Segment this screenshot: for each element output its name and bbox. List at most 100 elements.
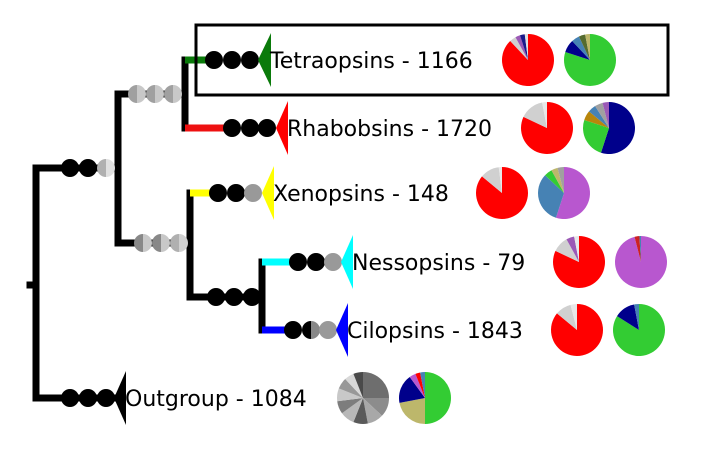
pie-slice: [338, 379, 363, 398]
tetraopsins-support-dot: [205, 51, 223, 69]
support-dot-half: [244, 184, 253, 202]
pie-slice: [565, 41, 590, 60]
rhabobsins-support-dot: [223, 119, 241, 137]
nesso_cilo_ancestor-support-dot: [207, 288, 225, 306]
support-dot-half: [232, 51, 241, 69]
pie-slice: [572, 36, 590, 60]
pie-slice: [634, 236, 641, 262]
xenopsins-pie-1: [475, 167, 528, 220]
pie-slice: [542, 102, 547, 128]
support-dot-half: [164, 85, 173, 103]
xenopsins-support-dot: [209, 184, 227, 202]
pie-slice: [363, 398, 382, 424]
pie-slice: [551, 304, 604, 357]
pie-slice: [399, 398, 425, 424]
support-dot-half: [316, 253, 325, 271]
outgroup-support-dot: [61, 389, 79, 407]
pie-slice: [584, 111, 609, 128]
rhabobsins-pie-2: [583, 102, 636, 154]
outgroup-label: Outgroup - 1084: [125, 387, 307, 412]
pie-slice: [639, 236, 641, 262]
support-dot-half: [97, 159, 106, 177]
pie-slice: [595, 102, 609, 128]
support-dot-half: [88, 159, 97, 177]
support-dot-half: [216, 288, 225, 306]
support-dot-half: [307, 253, 316, 271]
support-dot-half: [128, 85, 137, 103]
xenopsins-label: Xenopsins - 148: [273, 182, 449, 207]
support-dot-half: [223, 119, 232, 137]
pie-slice: [578, 34, 590, 60]
xeno_group_ancestor-support-dot: [134, 234, 152, 252]
tetraopsins-collapsed-clade-triangle: [258, 33, 271, 87]
xeno_group_ancestor-support-dot: [170, 234, 188, 252]
pie-slice: [566, 236, 579, 262]
tetra_rhabdo_ancestor-support-dot: [146, 85, 164, 103]
support-dot-half: [214, 51, 223, 69]
cilopsins-support-dot: [302, 321, 320, 339]
support-dot-half: [70, 159, 79, 177]
pie-slice: [585, 34, 590, 60]
support-dot-half: [218, 184, 227, 202]
pie-slice: [613, 304, 666, 356]
support-dot-half: [61, 159, 70, 177]
cilopsins-pie-2: [613, 304, 666, 356]
tetraopsins-support-dot: [241, 51, 259, 69]
nesso_cilo_ancestor-support-dot: [243, 288, 261, 306]
outgroup-support-dot: [79, 389, 97, 407]
support-dot-half: [258, 119, 267, 137]
tetra_rhabdo_ancestor-support-dot: [164, 85, 182, 103]
support-dot-half: [106, 389, 115, 407]
pie-slice: [551, 167, 564, 193]
nessopsins-support-dot: [307, 253, 325, 271]
pie-slice: [363, 372, 389, 398]
support-dot-half: [333, 253, 342, 271]
support-dot-half: [311, 321, 320, 339]
xenopsins-support-dot: [244, 184, 262, 202]
support-dot-half: [155, 85, 164, 103]
tetraopsins-highlight-box: [194, 23, 670, 97]
support-dot-half: [209, 184, 218, 202]
pie-slice: [363, 398, 389, 416]
nessopsins-label: Nessopsins - 79: [352, 251, 525, 276]
pie-slice: [556, 304, 577, 330]
pie-slice: [524, 34, 528, 60]
pie-slice: [409, 373, 425, 398]
nessopsins-support-dot: [289, 253, 307, 271]
cilopsins-label: Cilopsins - 1843: [347, 319, 523, 344]
support-dot-half: [134, 234, 143, 252]
pie-slice: [523, 102, 547, 128]
support-dot-half: [328, 321, 337, 339]
pie-slice: [574, 236, 579, 262]
support-dot-half: [319, 321, 328, 339]
support-dot-half: [173, 85, 182, 103]
xenopsins-pie-2: [538, 167, 591, 219]
rhabobsins-collapsed-clade-triangle: [276, 101, 288, 155]
support-dot-half: [243, 288, 252, 306]
root_child_node-support-dot: [97, 159, 115, 177]
support-dot-half: [267, 119, 276, 137]
cilopsins-support-dot: [319, 321, 337, 339]
support-dot-half: [170, 234, 179, 252]
pie-slice: [617, 304, 639, 330]
tetraopsins-pie-1: [502, 34, 555, 86]
root_child_node-support-dot: [61, 159, 79, 177]
support-dot-half: [225, 288, 234, 306]
support-dot-half: [70, 389, 79, 407]
support-dot-half: [79, 389, 88, 407]
xeno_group_ancestor-support-dot: [152, 234, 170, 252]
root_child_node-support-dot: [79, 159, 97, 177]
tetraopsins-label: Tetraopsins - 1166: [269, 49, 473, 74]
support-dot-half: [227, 184, 236, 202]
pie-slice: [353, 398, 368, 424]
tetraopsins-support-dot: [223, 51, 241, 69]
xenopsins-collapsed-clade-triangle: [262, 166, 274, 220]
pie-slice: [337, 398, 363, 414]
support-dot-half: [79, 159, 88, 177]
support-dot-half: [250, 119, 259, 137]
pie-slice: [555, 239, 579, 262]
pie-slice: [615, 236, 668, 288]
support-dot-half: [234, 288, 243, 306]
rhabobsins-support-dot: [258, 119, 276, 137]
